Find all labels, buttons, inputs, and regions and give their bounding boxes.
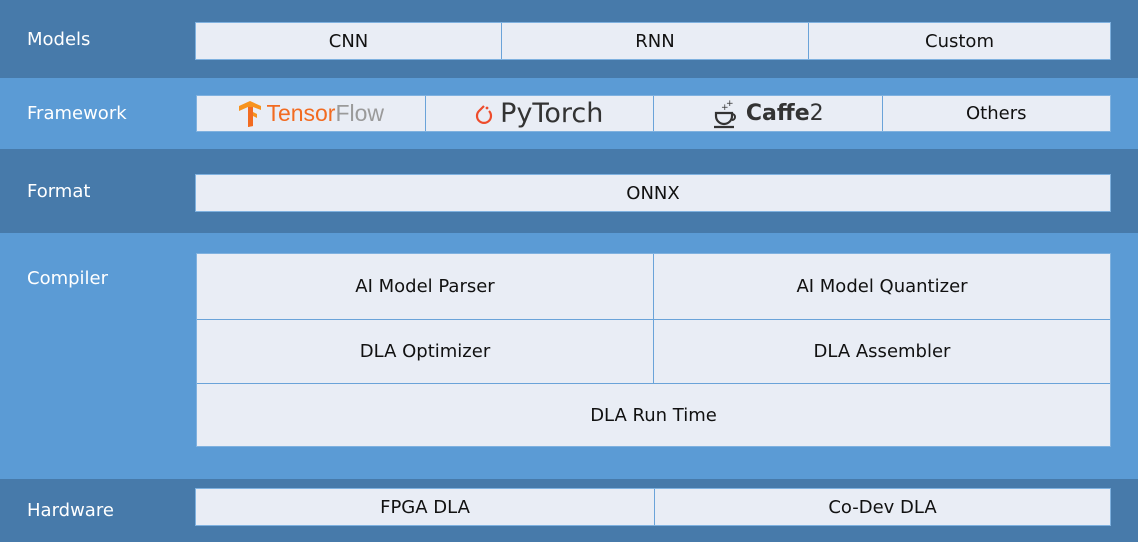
hardware-box: FPGA DLA Co-Dev DLA	[195, 488, 1111, 526]
compiler-box: AI Model Parser AI Model Quantizer DLA O…	[196, 253, 1111, 447]
models-label: Models	[27, 29, 91, 50]
framework-pytorch: PyTorch	[424, 96, 654, 131]
model-custom: Custom	[808, 23, 1110, 59]
pytorch-logo-icon	[476, 104, 493, 124]
compiler-ai-model-parser: AI Model Parser	[355, 276, 495, 297]
svg-text:+: +	[726, 99, 734, 109]
caffe2-text-a: Caffe	[745, 101, 810, 126]
compiler-label: Compiler	[27, 268, 109, 289]
models-box: CNN RNN Custom	[195, 22, 1111, 60]
framework-label: Framework	[27, 103, 127, 124]
format-label: Format	[27, 181, 91, 202]
format-box: ONNX	[195, 174, 1111, 212]
format-onnx: ONNX	[626, 182, 680, 204]
hardware-layer: Hardware FPGA DLA Co-Dev DLA	[0, 479, 1138, 542]
tensorflow-logo-icon	[239, 100, 262, 127]
model-rnn: RNN	[501, 23, 808, 59]
model-cnn: CNN	[328, 30, 369, 52]
svg-text:+: +	[721, 103, 729, 113]
tensorflow-text-a: Tensor	[266, 100, 336, 126]
compiler-dla-optimizer: DLA Optimizer	[359, 341, 491, 362]
caffe2-logo-icon: + +	[713, 99, 736, 128]
hardware-fpga-dla: FPGA DLA	[380, 496, 470, 518]
framework-others: Others	[881, 96, 1111, 131]
compiler-dla-run-time: DLA Run Time	[590, 404, 717, 426]
hardware-co-dev-dla: Co-Dev DLA	[654, 489, 1110, 525]
tensorflow-text-b: Flow	[335, 100, 385, 126]
pytorch-text: PyTorch	[500, 98, 604, 129]
compiler-dla-assembler: DLA Assembler	[653, 320, 1110, 383]
compiler-ai-model-quantizer: AI Model Quantizer	[653, 254, 1110, 319]
hardware-label: Hardware	[27, 500, 114, 521]
models-layer: Models CNN RNN Custom	[0, 0, 1138, 78]
caffe2-text-b: 2	[809, 101, 824, 126]
format-layer: Format ONNX	[0, 149, 1138, 233]
